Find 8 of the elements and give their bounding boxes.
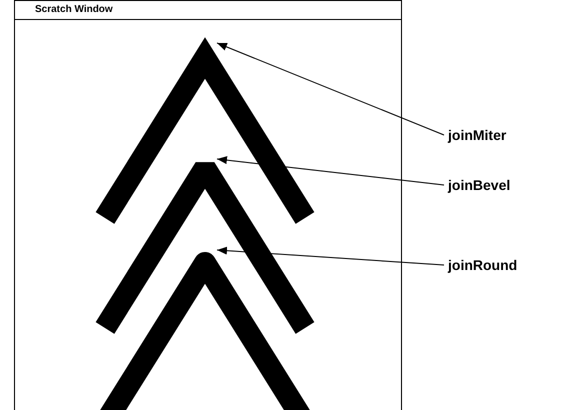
leader-line xyxy=(216,156,444,186)
window-title: Scratch Window xyxy=(35,4,113,15)
leader-line xyxy=(216,42,444,136)
join-label: joinRound xyxy=(448,257,518,273)
leader-line xyxy=(216,246,444,266)
join-label: joinMiter xyxy=(448,127,506,143)
join-label: joinBevel xyxy=(448,177,510,193)
window-panel xyxy=(14,0,402,410)
